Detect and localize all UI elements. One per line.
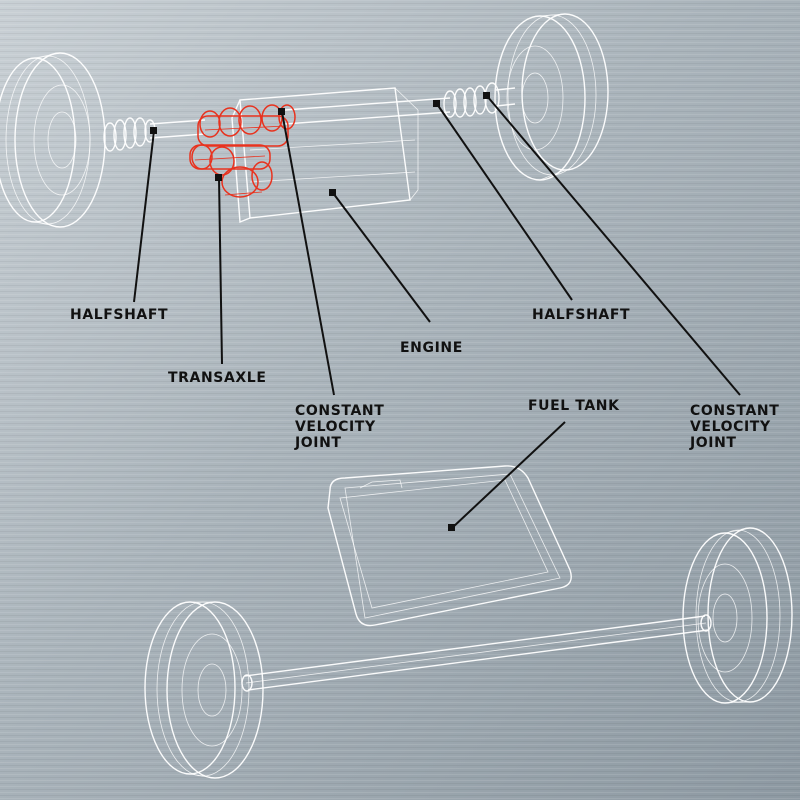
label-cv-joint-right: CONSTANT VELOCITY JOINT [690, 403, 779, 451]
rear-axle [241, 614, 712, 692]
label-engine: ENGINE [400, 340, 463, 356]
label-cv-joint-right-line-3: JOINT [690, 435, 737, 451]
leader-halfshaft-right [433, 100, 573, 301]
rear-left-wheel [144, 601, 264, 779]
leader-cv-joint-left [278, 108, 335, 396]
left-halfshaft [149, 119, 206, 139]
label-halfshaft-right: HALFSHAFT [532, 307, 631, 323]
engine-block [231, 87, 419, 224]
label-cv-joint-left-line-2: VELOCITY [295, 419, 376, 435]
front-right-wheel [494, 13, 609, 181]
right-cv-joint [443, 82, 516, 118]
right-halfshaft [284, 97, 451, 125]
leader-halfshaft-left [133, 127, 157, 303]
label-cv-joint-right-line-2: VELOCITY [690, 419, 771, 435]
label-halfshaft-left: HALFSHAFT [70, 307, 169, 323]
label-cv-joint-right-line-1: CONSTANT [690, 403, 780, 419]
leader-engine [329, 189, 431, 323]
leader-cv-joint-right [483, 92, 741, 396]
label-cv-joint-left-line-3: JOINT [295, 435, 342, 451]
label-cv-joint-left: CONSTANT VELOCITY JOINT [295, 403, 384, 451]
label-fuel-tank: FUEL TANK [528, 398, 620, 414]
label-cv-joint-left-line-1: CONSTANT [295, 403, 385, 419]
leader-transaxle [215, 174, 223, 365]
rear-right-wheel [682, 527, 793, 704]
label-transaxle: TRANSAXLE [168, 370, 267, 386]
fuel-tank [327, 465, 572, 627]
front-left-wheel [0, 52, 106, 228]
leader-fuel-tank [448, 421, 566, 531]
